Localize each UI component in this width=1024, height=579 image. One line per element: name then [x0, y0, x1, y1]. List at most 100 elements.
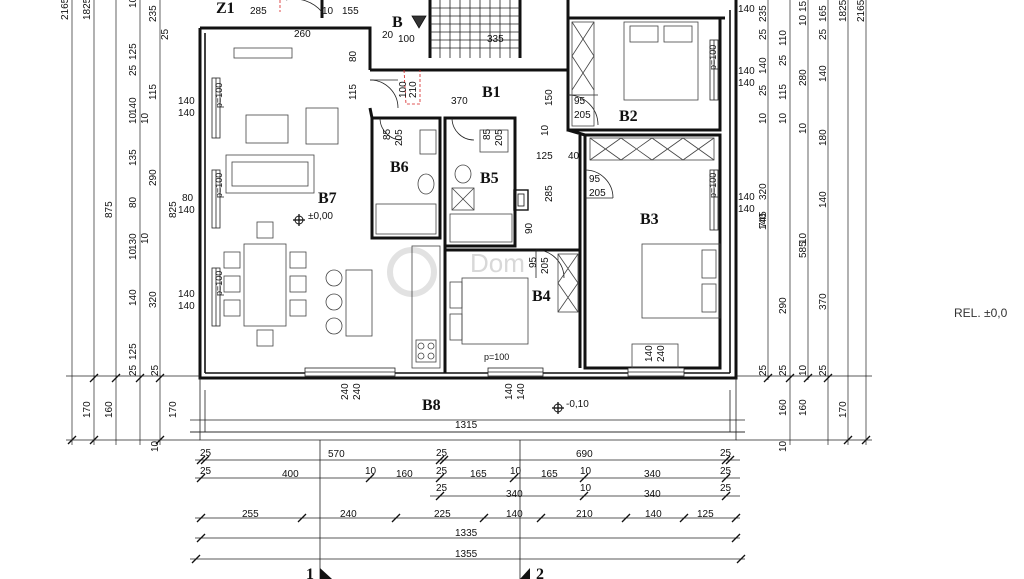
dim-label: 180: [818, 129, 829, 146]
dim-label: 10: [798, 232, 809, 244]
dim-label: 335: [487, 34, 504, 45]
doors: [286, 0, 614, 279]
dim-label: 25: [128, 364, 139, 376]
dim-label: 25: [436, 448, 448, 459]
dim-label: 10: [140, 112, 151, 124]
dim-label: 205: [494, 129, 505, 146]
dim-label: 150: [544, 89, 555, 106]
dim-label: 10: [798, 14, 809, 26]
dim-label: 25: [758, 364, 769, 376]
dim-label: 2165: [856, 0, 867, 22]
dim-label: 570: [328, 449, 345, 460]
dim-label: 25: [200, 448, 212, 459]
dim-label: 825: [168, 201, 179, 218]
section-label: 2: [536, 566, 544, 579]
room-label-b7: B7: [318, 190, 337, 207]
dim-label: 400: [282, 469, 299, 480]
section-marker-icon: [320, 568, 332, 579]
dim-label: 10: [798, 364, 809, 376]
dim-label: 25: [150, 364, 161, 376]
opening-label: p=100: [214, 83, 224, 108]
dim-label: 140: [516, 383, 527, 400]
dim-label: 875: [104, 201, 115, 218]
dim-label: 25: [758, 84, 769, 96]
dim-label: 140: [128, 289, 139, 306]
dim-label: 10: [778, 440, 789, 452]
dim-label: 205: [589, 188, 606, 199]
dim-label: 235: [148, 5, 159, 22]
dim-label: 95: [574, 96, 586, 107]
dim-label: 1335: [455, 528, 478, 539]
dim-label: 140: [644, 345, 655, 362]
dim-label: 95: [528, 256, 539, 268]
dim-label: 40: [568, 151, 580, 162]
opening-label: p=100: [708, 173, 718, 198]
dim-label: 1825: [82, 0, 93, 20]
dim-label: 25: [818, 28, 829, 40]
furniture: [223, 21, 721, 369]
level-marker-b8: -0,10: [552, 399, 589, 414]
dim-label: 205: [394, 129, 405, 146]
dim-label: 10: [150, 440, 161, 452]
dim-label: 10: [580, 483, 592, 494]
inner-dimensions: 285 260 10 155 20 100 335 80 115 100 210…: [178, 4, 755, 400]
dim-label: 25: [758, 28, 769, 40]
dim-label: 160: [778, 399, 789, 416]
dim-label: 285: [544, 185, 555, 202]
opening-label: p=100: [214, 271, 224, 296]
room-label-b6: B6: [390, 159, 409, 176]
dim-label: 125: [128, 343, 139, 360]
section-marker-icon: [520, 568, 530, 579]
dim-label: 95: [589, 174, 601, 185]
interior-walls: [368, 18, 722, 373]
relative-level-note: REL. ±0,0: [954, 306, 1008, 320]
opening-label: p=100: [214, 173, 224, 198]
dim-label: 10: [798, 122, 809, 134]
level-marker-b7: ±0,00: [293, 211, 333, 226]
dim-label: 10: [322, 6, 334, 17]
dim-label: 140: [738, 4, 755, 15]
dim-label: 140: [506, 509, 523, 520]
dim-label: 1825: [838, 0, 849, 22]
dim-label: 115: [348, 84, 359, 100]
dim-label: 140: [738, 192, 755, 203]
opening-label: p=100: [708, 45, 718, 70]
dim-label: 255: [242, 509, 259, 520]
dim-label: 25: [720, 466, 732, 477]
dim-label: 25: [778, 364, 789, 376]
dim-label: 170: [82, 401, 93, 418]
outer-walls: [198, 0, 738, 380]
dim-label: 370: [451, 96, 468, 107]
dim-label: 10: [140, 232, 151, 244]
dim-label: 260: [294, 29, 311, 40]
dim-label: 205: [574, 110, 591, 121]
room-label-b: B: [392, 14, 403, 31]
room-label-b2: B2: [619, 108, 638, 125]
dim-label: 235: [758, 5, 769, 22]
dim-label: 140: [128, 97, 139, 114]
dim-label: 25: [128, 64, 139, 76]
dim-label: 10: [580, 466, 592, 477]
room-label-b8: B8: [422, 397, 441, 414]
dim-label: 210: [576, 509, 593, 520]
dim-label: 140: [738, 66, 755, 77]
dim-label: 10: [778, 112, 789, 124]
room-label-b4: B4: [532, 288, 551, 305]
room-label-b3: B3: [640, 211, 659, 228]
dim-label: 10: [365, 466, 377, 477]
dim-label: 290: [148, 169, 159, 186]
dim-label: 165: [470, 469, 487, 480]
dim-label: 210: [408, 81, 419, 98]
dim-label: 170: [838, 401, 849, 418]
dim-label: 80: [348, 50, 359, 62]
dim-label: 170: [168, 401, 179, 418]
windows: [211, 39, 719, 377]
dim-label: 80: [182, 193, 194, 204]
dim-label: 370: [818, 293, 829, 310]
stairs: [411, 0, 520, 58]
dim-label: 25: [436, 483, 448, 494]
dim-label: 100: [398, 81, 409, 98]
dim-label: 690: [576, 449, 593, 460]
dim-label: 25: [818, 364, 829, 376]
